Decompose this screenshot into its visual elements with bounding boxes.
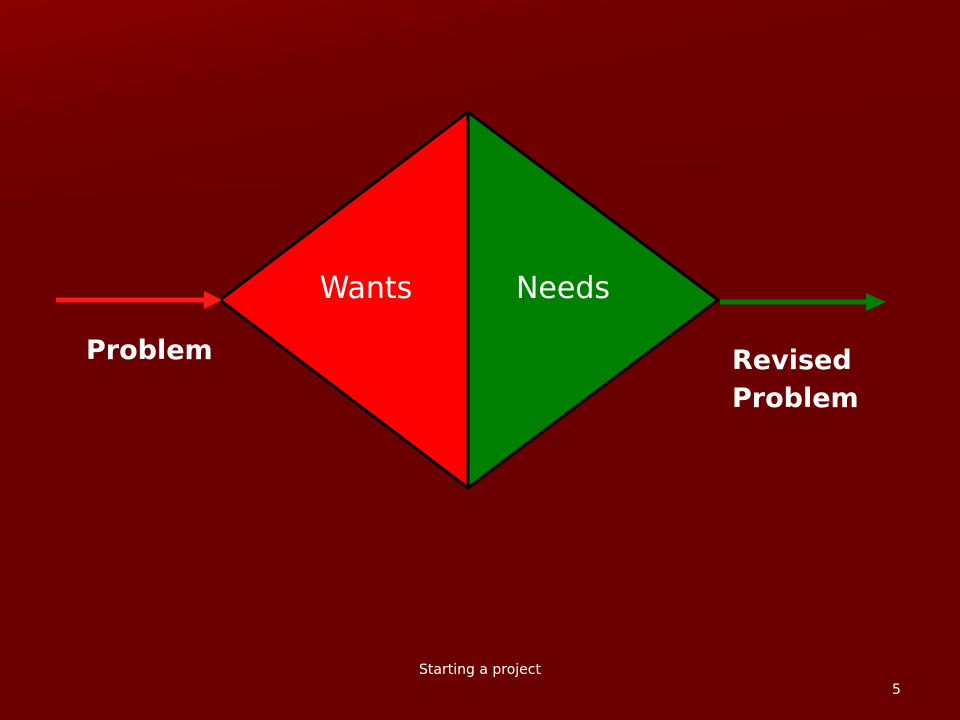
revised-problem-label: Revised Problem xyxy=(732,345,859,414)
wants-region xyxy=(220,112,468,488)
needs-region xyxy=(468,112,718,488)
page-number: 5 xyxy=(892,682,901,698)
input-arrow-head xyxy=(204,291,222,309)
problem-label: Problem xyxy=(86,335,213,366)
output-arrow-head xyxy=(866,293,886,311)
needs-label: Needs xyxy=(516,271,610,306)
wants-label: Wants xyxy=(320,271,413,306)
footer-title: Starting a project xyxy=(419,662,541,678)
